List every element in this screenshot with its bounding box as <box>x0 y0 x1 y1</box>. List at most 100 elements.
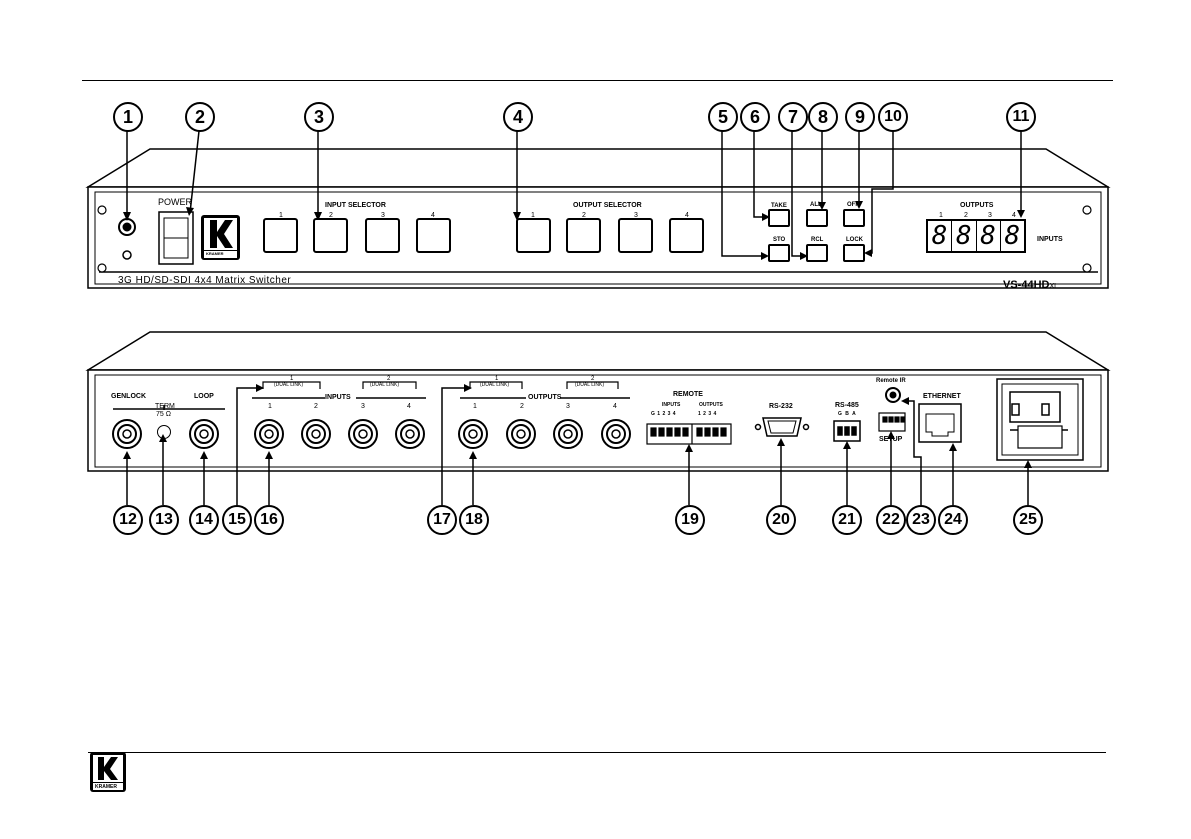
in-port-num-3: 3 <box>361 403 365 410</box>
input-num-1: 1 <box>279 212 283 219</box>
remote-outputs-pins: 1 2 3 4 <box>698 411 717 417</box>
model-description: 3G HD/SD-SDI 4x4 Matrix Switcher <box>118 275 292 286</box>
lock-label: LOCK <box>846 237 863 243</box>
display-num-3: 3 <box>988 212 992 219</box>
input-num-3: 3 <box>381 212 385 219</box>
off-label: OFF <box>847 202 859 208</box>
bnc-output-4[interactable] <box>600 418 632 450</box>
front-logo-text: KRAMER <box>206 251 224 256</box>
bnc-genlock[interactable] <box>111 418 143 450</box>
callout-22: 22 <box>876 505 906 535</box>
arrowheads <box>123 201 1032 468</box>
input-selector-label: INPUT SELECTOR <box>325 202 386 209</box>
callout-2: 2 <box>185 102 215 132</box>
callout-16: 16 <box>254 505 284 535</box>
power-switch <box>158 211 194 265</box>
callout-25: 25 <box>1013 505 1043 535</box>
bnc-output-2[interactable] <box>505 418 537 450</box>
input-num-4: 4 <box>431 212 435 219</box>
bnc-output-1[interactable] <box>457 418 489 450</box>
callout-19: 19 <box>675 505 705 535</box>
bnc-loop[interactable] <box>188 418 220 450</box>
callout-18: 18 <box>459 505 489 535</box>
in-port-num-2: 2 <box>314 403 318 410</box>
front-panel-body <box>85 148 1111 289</box>
out-group-2-dual: (DUAL LINK) <box>575 382 604 388</box>
in-group-2-dual: (DUAL LINK) <box>370 382 399 388</box>
model-name: VS-44HD <box>1003 279 1050 291</box>
callout-12: 12 <box>113 505 143 535</box>
front-screws <box>97 205 1092 273</box>
term-switch[interactable] <box>157 425 171 439</box>
sto-button[interactable] <box>768 244 790 262</box>
callout-20: 20 <box>766 505 796 535</box>
genlock-label: GENLOCK <box>111 393 146 400</box>
seven-segment-display: 8 8 8 8 <box>926 219 1026 253</box>
callout-14: 14 <box>189 505 219 535</box>
output-button-3[interactable] <box>618 218 653 253</box>
term-value: 75 Ω <box>156 411 171 418</box>
take-label: TAKE <box>771 203 787 209</box>
rs232-label: RS-232 <box>769 403 793 410</box>
out-group-2-num: 2 <box>591 376 595 382</box>
rcl-button[interactable] <box>806 244 828 262</box>
display-num-4: 4 <box>1012 212 1016 219</box>
display-digit-2: 8 <box>952 221 977 251</box>
remote-inputs-pins: G 1 2 3 4 <box>651 411 676 417</box>
footer-kramer-logo: KRAMER <box>90 752 126 792</box>
input-button-4[interactable] <box>416 218 451 253</box>
out-group-1-dual: (DUAL LINK) <box>480 382 509 388</box>
bnc-input-4[interactable] <box>394 418 426 450</box>
input-button-3[interactable] <box>365 218 400 253</box>
output-button-4[interactable] <box>669 218 704 253</box>
all-button[interactable] <box>806 209 828 227</box>
callout-10: 10 <box>878 102 908 132</box>
input-num-2: 2 <box>329 212 333 219</box>
all-label: ALL <box>810 202 822 208</box>
take-button[interactable] <box>768 209 790 227</box>
output-num-4: 4 <box>685 212 689 219</box>
callout-6: 6 <box>740 102 770 132</box>
input-button-1[interactable] <box>263 218 298 253</box>
output-num-1: 1 <box>531 212 535 219</box>
bnc-output-3[interactable] <box>552 418 584 450</box>
model-name-wrap: VS-44HDXL <box>1003 275 1058 293</box>
callout-11: 11 <box>1006 102 1036 132</box>
output-num-3: 3 <box>634 212 638 219</box>
setup-dip-switch <box>878 412 906 432</box>
out-port-num-1: 1 <box>473 403 477 410</box>
display-digit-4: 8 <box>1004 221 1021 251</box>
remote-outputs-label: OUTPUTS <box>699 402 723 408</box>
ethernet-label: ETHERNET <box>923 393 961 400</box>
callout-17: 17 <box>427 505 457 535</box>
in-group-2-num: 2 <box>387 376 391 382</box>
ethernet-port <box>918 403 962 443</box>
callout-1: 1 <box>113 102 143 132</box>
off-button[interactable] <box>843 209 865 227</box>
out-port-num-2: 2 <box>520 403 524 410</box>
footer-rule <box>88 752 1106 753</box>
rs485-label: RS-485 <box>835 402 859 409</box>
rs485-pins: G B A <box>838 411 856 417</box>
callout-9: 9 <box>845 102 875 132</box>
remote-inputs-label: INPUTS <box>662 402 681 408</box>
leader-lines <box>126 130 1029 505</box>
inputs-display-label: INPUTS <box>1037 236 1063 243</box>
front-kramer-logo <box>201 215 240 260</box>
out-group-1-num: 1 <box>495 376 499 382</box>
callout-21: 21 <box>832 505 862 535</box>
input-button-2[interactable] <box>313 218 348 253</box>
bnc-input-2[interactable] <box>300 418 332 450</box>
remote-label: REMOTE <box>673 391 703 398</box>
remote-ir-label: Remote IR <box>876 378 906 384</box>
rear-outputs-label: OUTPUTS <box>528 394 562 401</box>
bnc-input-1[interactable] <box>253 418 285 450</box>
bnc-input-3[interactable] <box>347 418 379 450</box>
display-num-1: 1 <box>939 212 943 219</box>
lock-button[interactable] <box>843 244 865 262</box>
output-button-2[interactable] <box>566 218 601 253</box>
display-digit-3: 8 <box>977 221 1001 251</box>
output-button-1[interactable] <box>516 218 551 253</box>
callout-24: 24 <box>938 505 968 535</box>
